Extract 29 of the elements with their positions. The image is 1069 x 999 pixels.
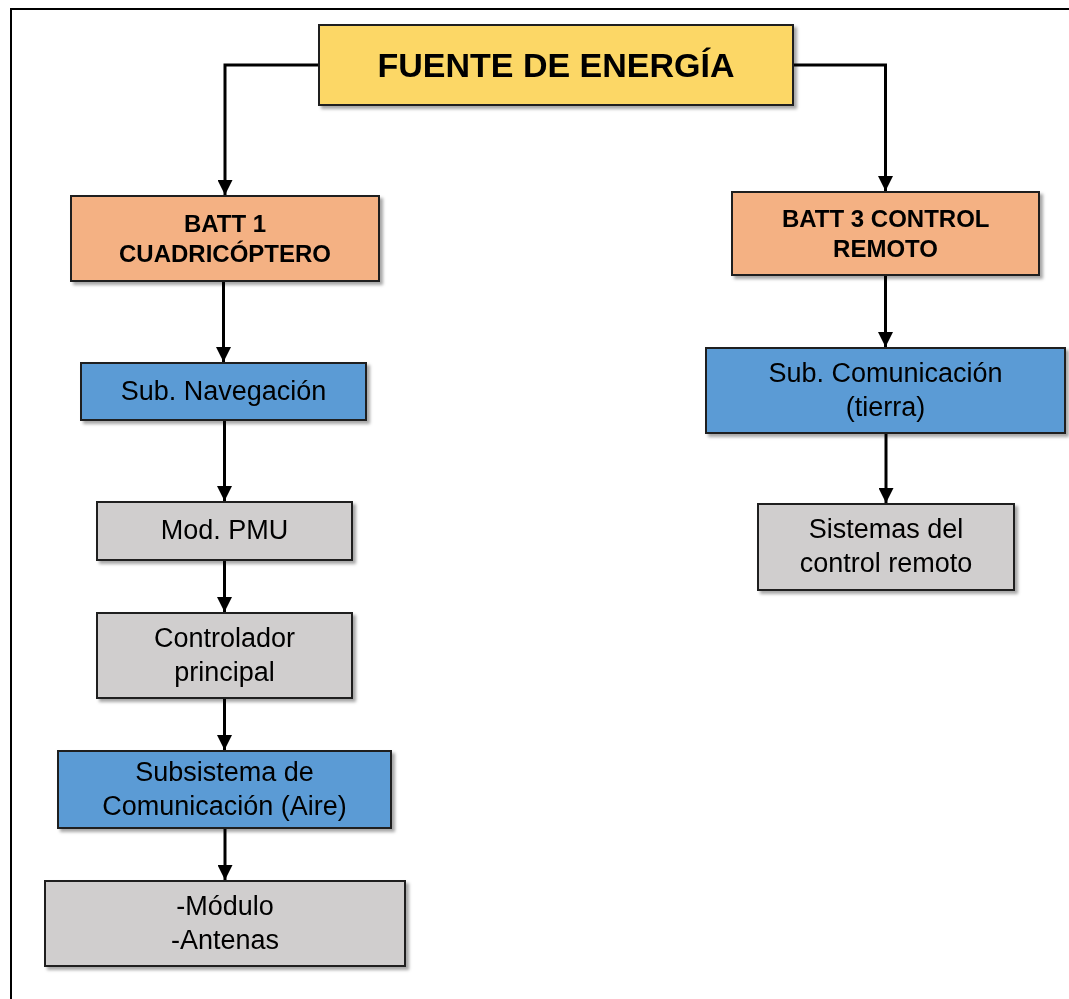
box-label: Mod. PMU — [160, 514, 289, 548]
arrow — [217, 829, 233, 880]
subsystem-box — [57, 750, 392, 829]
box-label: Controlador principal — [152, 621, 297, 689]
box-label: Subsistema de Comunicación (Aire) — [101, 755, 348, 823]
box-label: BATT 1 CUADRICÓPTERO — [118, 208, 332, 269]
arrow — [217, 421, 232, 501]
arrow — [216, 282, 231, 362]
module-box — [96, 501, 353, 561]
box-label: Sistemas del control remoto — [798, 513, 974, 580]
arrow — [794, 63, 893, 191]
arrow — [878, 434, 894, 503]
arrow — [217, 699, 232, 750]
box-label: Sub. Comunicación (tierra) — [767, 356, 1004, 424]
box-label: -Módulo -Antenas — [169, 889, 281, 957]
box-label: FUENTE DE ENERGÍA — [377, 44, 735, 86]
source-box — [318, 24, 794, 106]
module-box — [757, 503, 1015, 591]
battery-box — [731, 191, 1040, 276]
subsystem-box — [705, 347, 1066, 434]
arrow — [217, 63, 318, 195]
subsystem-box — [80, 362, 367, 421]
module-box — [44, 880, 406, 967]
box-label: BATT 3 CONTROL REMOTO — [780, 203, 991, 264]
arrow — [878, 276, 893, 347]
battery-box — [70, 195, 380, 282]
arrow — [217, 561, 232, 612]
module-box — [96, 612, 353, 699]
box-label: Sub. Navegación — [120, 374, 327, 408]
